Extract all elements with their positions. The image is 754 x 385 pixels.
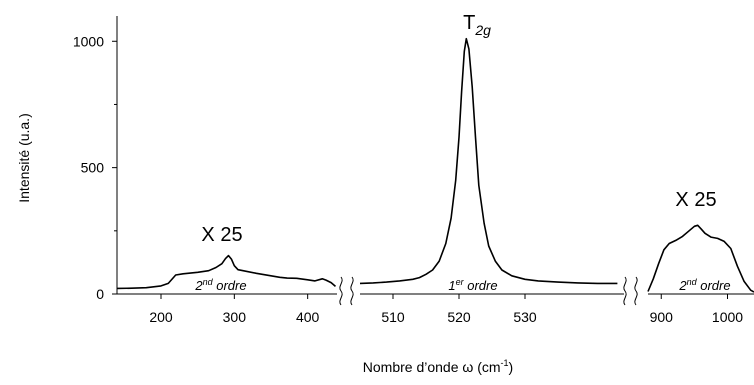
spectrum-line-0	[116, 254, 337, 290]
y-ticks: 0 500 1000	[73, 33, 117, 302]
y-tick-label-0: 0	[96, 286, 104, 302]
order-label-main-1: 1	[448, 278, 455, 293]
peak-annotation-sub: 2g	[474, 22, 491, 38]
y-axis-label: Intensité (u.a.)	[16, 113, 32, 203]
order-label-rest-2: ordre	[697, 278, 731, 293]
x-axis-label-end: )	[509, 359, 514, 375]
x-tick-label-1-1: 520	[447, 309, 471, 325]
order-label-rest-1: ordre	[464, 278, 498, 293]
spectrum-line-1	[359, 37, 618, 285]
annotation-0: X 25	[201, 224, 242, 246]
axis-break-1	[339, 276, 343, 306]
order-label-1: 1er ordre	[448, 277, 497, 293]
annotation-2: X 25	[675, 189, 716, 211]
peak-annotation-main: T	[463, 12, 475, 34]
order-label-sup-0: nd	[203, 277, 214, 287]
order-label-main-0: 2	[194, 278, 203, 293]
axis-break-2b	[634, 276, 638, 306]
panel-0: 200 300 400 2nd ordre X 25	[116, 224, 337, 325]
x-axis-label-main: Nombre d’onde ω (cm	[363, 359, 501, 375]
axis-break-1b	[350, 276, 354, 306]
x-tick-label-2-0: 900	[650, 309, 674, 325]
order-label-2: 2nd ordre	[678, 277, 730, 293]
peak-annotation-1: T2g	[463, 12, 491, 38]
order-label-main-2: 2	[678, 278, 687, 293]
x-tick-label-1-2: 530	[513, 309, 537, 325]
x-tick-label-0-1: 300	[223, 309, 247, 325]
order-label-rest-0: ordre	[213, 278, 247, 293]
x-tick-label-1-0: 510	[381, 309, 405, 325]
panel-1: 510 520 530 1er ordre T2g	[359, 12, 624, 325]
x-tick-label-2-1: 1000	[712, 309, 743, 325]
panel-2: 900 1000 2nd ordre X 25	[647, 189, 754, 325]
x-axis-label: Nombre d’onde ω (cm-1)	[363, 358, 513, 375]
order-label-sup-1: er	[456, 277, 465, 287]
order-label-0: 2nd ordre	[194, 277, 246, 293]
axis-break-2	[623, 276, 627, 306]
y-tick-label-2: 1000	[73, 33, 104, 49]
order-label-sup-2: nd	[687, 277, 698, 287]
x-axis-label-sup: -1	[501, 358, 509, 368]
spectrum-line-2	[647, 224, 754, 293]
x-tick-label-0-0: 200	[149, 309, 173, 325]
x-tick-label-0-2: 400	[296, 309, 320, 325]
y-tick-label-1: 500	[81, 160, 105, 176]
